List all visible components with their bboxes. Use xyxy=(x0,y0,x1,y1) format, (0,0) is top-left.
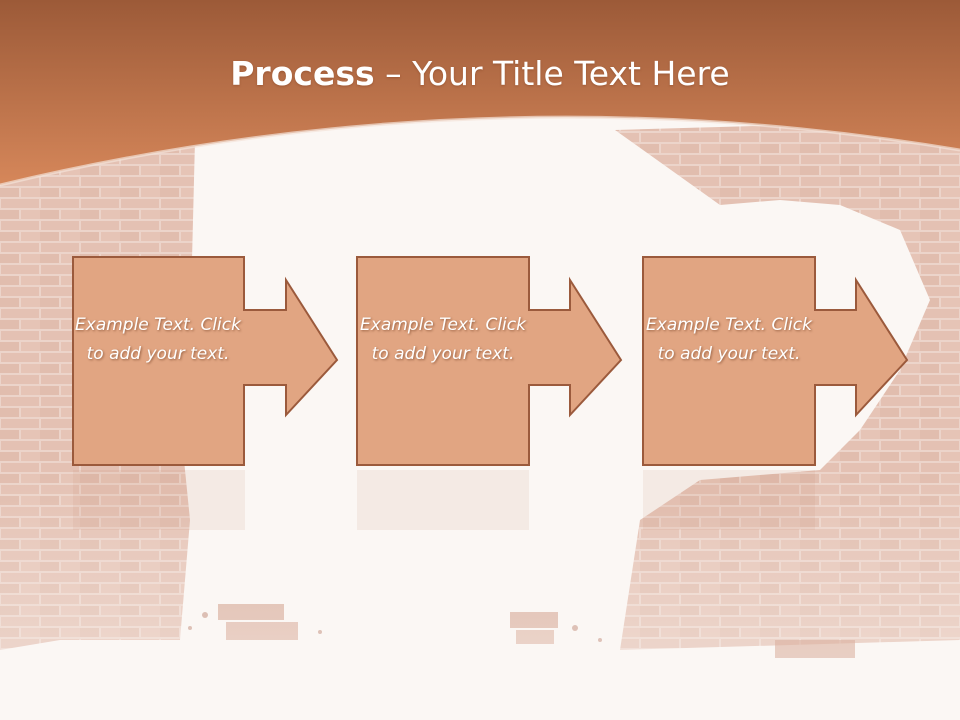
step-reflections xyxy=(73,470,815,530)
step-2-text[interactable]: Example Text. Click to add your text. xyxy=(360,315,526,364)
title-rest: – Your Title Text Here xyxy=(374,54,730,93)
slide-title[interactable]: Process – Your Title Text Here xyxy=(0,48,960,100)
title-bold: Process xyxy=(230,54,375,93)
step-1-text[interactable]: Example Text. Click to add your text. xyxy=(75,315,241,364)
process-step-3 xyxy=(642,256,909,466)
step-3-text[interactable]: Example Text. Click to add your text. xyxy=(646,315,812,364)
process-step-1 xyxy=(72,256,339,466)
process-step-2 xyxy=(356,256,623,466)
